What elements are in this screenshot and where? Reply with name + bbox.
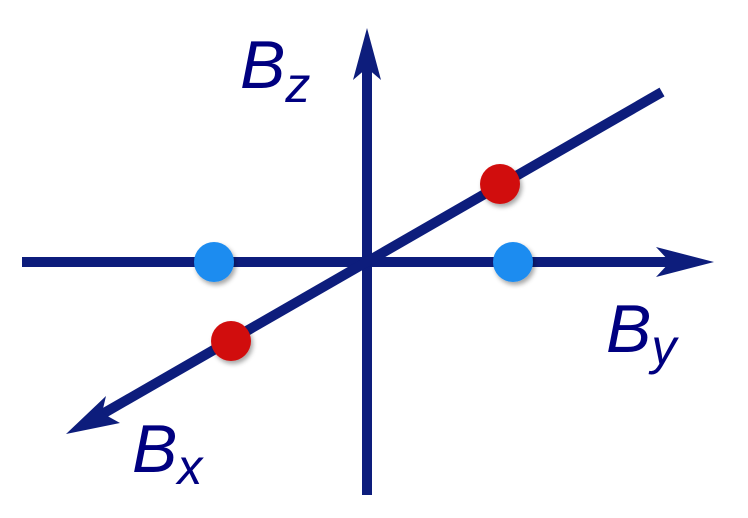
bz-axis-subscript: z: [284, 57, 310, 113]
bx-axis-label: Bx: [132, 411, 204, 495]
bx-axis-arrowhead: [66, 396, 120, 434]
by-axis-label: By: [606, 291, 679, 375]
red-dot-lower: [211, 321, 251, 361]
by-axis-subscript: y: [648, 319, 679, 375]
bz-axis-symbol: B: [240, 27, 285, 103]
by-axis-arrowhead: [656, 247, 714, 277]
red-dot-upper: [480, 164, 520, 204]
bx-axis-subscript: x: [175, 439, 204, 495]
bz-axis-arrowhead: [353, 28, 381, 80]
bx-axis-symbol: B: [132, 411, 177, 487]
bz-axis-label: Bz: [240, 27, 310, 113]
blue-dot-right: [493, 242, 533, 282]
blue-dot-left: [194, 242, 234, 282]
bx-axis-line: [89, 87, 665, 425]
by-axis-symbol: B: [606, 291, 651, 367]
